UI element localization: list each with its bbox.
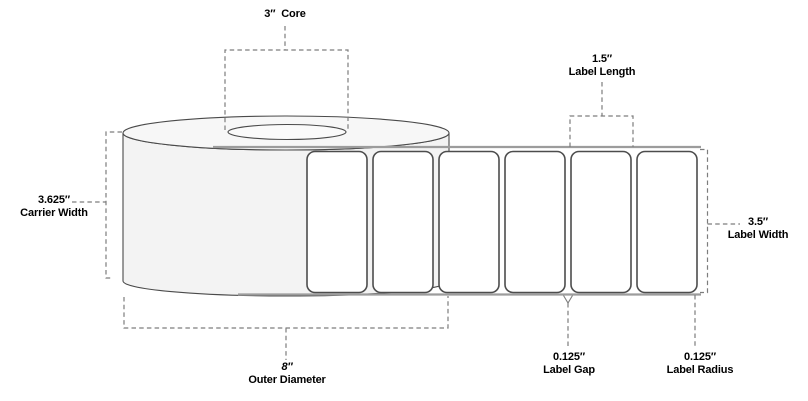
outer-diameter-dimension-guides xyxy=(123,296,449,360)
label-radius-dimension-label: Label Radius xyxy=(666,364,734,376)
label-length-dimension-guides xyxy=(569,82,634,147)
label-width-dimension-caption: 3.5″ Label Width xyxy=(728,216,789,242)
label-gap-dimension-value: 0.125″ xyxy=(553,351,585,363)
label-blank xyxy=(438,150,500,294)
core-dimension-value: 3″ xyxy=(264,8,276,20)
core-dimension-label: Core xyxy=(281,8,306,20)
label-width-dimension-label: Label Width xyxy=(727,229,789,241)
label-radius-dimension-value: 0.125″ xyxy=(684,351,716,363)
label-length-dimension-caption: 1.5″ Label Length xyxy=(569,53,636,79)
outer-diameter-dimension-caption: 8″ Outer Diameter xyxy=(248,361,326,387)
carrier-width-dimension-caption: 3.625″ Carrier Width xyxy=(20,194,88,220)
core-dimension-caption: 3″ Core xyxy=(264,8,306,21)
label-blank xyxy=(570,150,632,294)
label-gap-dimension-caption: 0.125″ Label Gap xyxy=(543,351,595,377)
outer-diameter-dimension-value: 8″ xyxy=(281,361,293,373)
label-width-dimension-guides xyxy=(700,148,740,294)
outer-diameter-dimension-label: Outer Diameter xyxy=(248,374,326,386)
label-blank xyxy=(504,150,566,294)
label-radius-dimension-caption: 0.125″ Label Radius xyxy=(667,351,734,377)
carrier-width-dimension-guides xyxy=(72,131,122,279)
label-width-dimension-value: 3.5″ xyxy=(748,216,768,228)
label-blank xyxy=(306,150,368,294)
label-length-dimension-label: Label Length xyxy=(568,66,636,78)
label-gap-dimension-label: Label Gap xyxy=(543,364,595,376)
label-blank xyxy=(636,150,698,294)
core-dimension-guides xyxy=(224,26,349,130)
roll-core-hole xyxy=(227,123,347,141)
carrier-width-dimension-label: Carrier Width xyxy=(20,207,88,219)
label-gap-pointer-icon xyxy=(563,295,573,305)
label-length-dimension-value: 1.5″ xyxy=(592,53,612,65)
label-blank xyxy=(372,150,434,294)
labels-strip xyxy=(306,150,698,294)
carrier-width-dimension-value: 3.625″ xyxy=(38,194,70,206)
